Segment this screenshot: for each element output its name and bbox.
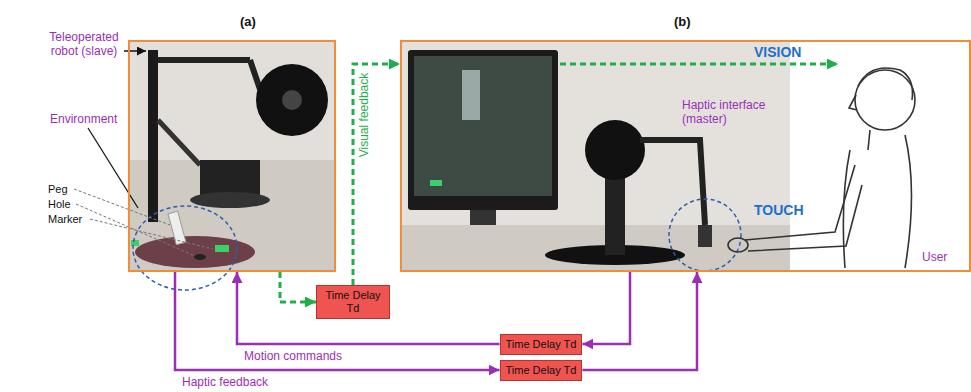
user-sketch xyxy=(748,185,862,251)
signal-arrow xyxy=(237,272,500,344)
slave-photo xyxy=(130,42,334,160)
focus-circle xyxy=(133,206,237,290)
signal-arrow xyxy=(582,272,697,370)
signal-arrow xyxy=(175,272,500,370)
master-photo xyxy=(605,170,625,255)
photo-panel: (b)VISIONHaptic interface (master)TOUCHU… xyxy=(400,40,971,272)
signal-arrow xyxy=(280,272,316,302)
master-photo xyxy=(402,42,790,270)
part-label: Marker xyxy=(48,213,82,226)
signal-arrow xyxy=(582,272,630,344)
user-sketch xyxy=(855,70,915,130)
part-label: Peg xyxy=(48,183,68,196)
vision-arrow xyxy=(560,63,838,66)
slave-photo xyxy=(131,240,139,246)
slave-photo xyxy=(168,211,186,244)
box-text: Time Delay Td xyxy=(322,289,384,315)
leader-line xyxy=(74,189,170,225)
user-sketch xyxy=(843,150,850,268)
user-sketch xyxy=(745,165,855,240)
user-sketch xyxy=(728,238,748,252)
signal-arrow xyxy=(353,64,400,285)
part-label: Hole xyxy=(48,198,71,211)
part-label: Teleoperated robot (slave) xyxy=(40,30,128,58)
leader-line xyxy=(88,128,138,208)
photo-panel: (a) xyxy=(128,40,336,272)
delay-box: Time Delay Td xyxy=(500,360,583,381)
part-label: Environment xyxy=(50,112,117,126)
user-sketch xyxy=(868,130,870,150)
slave-photo xyxy=(158,57,250,63)
master-photo xyxy=(585,120,645,180)
delay-box: Time Delay Td xyxy=(316,285,390,319)
signal-label: Motion commands xyxy=(244,349,342,363)
part-label: User xyxy=(922,250,947,264)
slave-photo xyxy=(148,50,158,222)
panel-heading: (a) xyxy=(240,14,256,29)
slave-photo xyxy=(158,120,200,165)
slave-photo xyxy=(194,254,206,260)
master-photo xyxy=(470,210,496,225)
slave-photo xyxy=(256,64,328,136)
user-sketch xyxy=(858,68,913,100)
master-photo xyxy=(430,180,442,186)
user-sketch xyxy=(849,95,857,110)
signal-label: Haptic feedback xyxy=(182,375,268,389)
signal-label: Visual feedback xyxy=(357,72,371,157)
slave-photo xyxy=(190,192,270,208)
slave-photo xyxy=(135,236,255,268)
delay-box: Time Delay Td xyxy=(500,334,583,355)
focus-circle xyxy=(669,199,741,271)
sense-label: TOUCH xyxy=(754,202,804,218)
master-photo xyxy=(698,225,712,247)
master-photo xyxy=(414,56,552,196)
user-sketch xyxy=(905,135,912,268)
master-photo xyxy=(462,70,480,120)
leader-line xyxy=(90,219,213,249)
master-photo xyxy=(790,42,969,270)
master-photo xyxy=(640,140,705,225)
sense-label: VISION xyxy=(754,44,801,60)
box-text: Time Delay Td xyxy=(506,338,577,351)
slave-photo xyxy=(215,245,229,252)
master-photo xyxy=(402,42,969,270)
part-label: Haptic interface (master) xyxy=(682,98,780,126)
slave-photo xyxy=(282,90,302,110)
master-photo xyxy=(402,225,790,270)
box-text: Time Delay Td xyxy=(506,364,577,377)
panel-heading: (b) xyxy=(674,14,691,29)
master-photo xyxy=(408,50,558,210)
